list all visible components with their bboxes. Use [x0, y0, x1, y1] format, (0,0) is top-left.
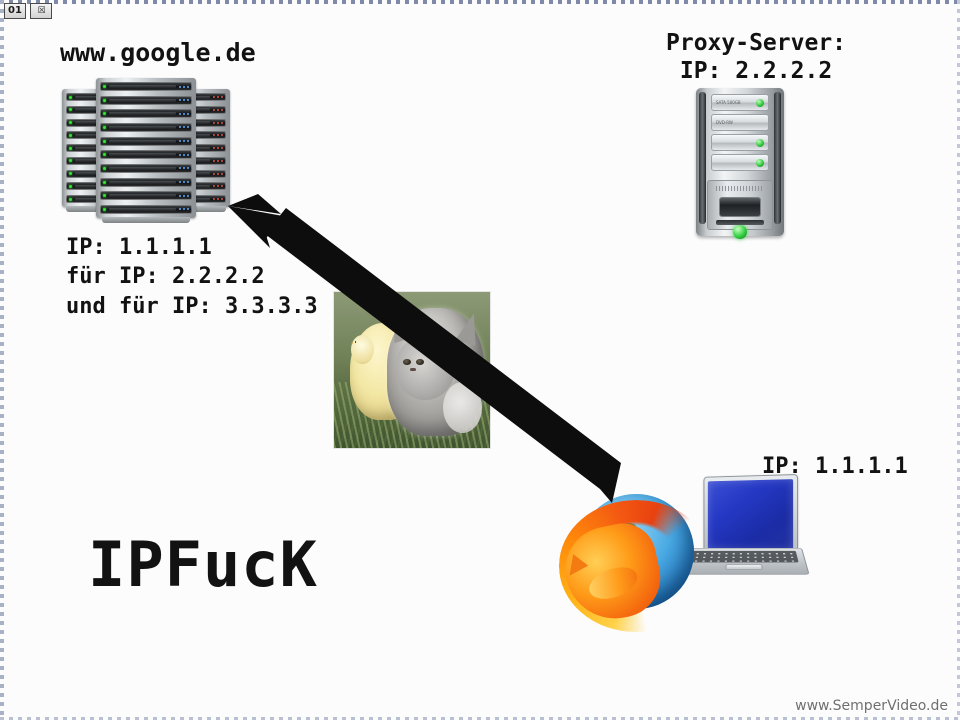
- rack-slot: [100, 204, 192, 214]
- tower-bottom-vent: [716, 220, 764, 225]
- drive-bay: [711, 154, 769, 171]
- server-rack-icon: [62, 76, 230, 223]
- watermark: www.SemperVideo.de: [795, 698, 948, 714]
- marquee-border-top: [0, 0, 960, 4]
- rack-slot: [100, 177, 192, 187]
- rack-slot: [100, 95, 192, 105]
- tower-rail-left: [699, 92, 706, 224]
- optical-drive: [719, 197, 761, 217]
- rack-slot: [100, 82, 192, 91]
- rack-slot: [100, 163, 192, 173]
- laptop-lid: [703, 474, 798, 556]
- slide-number-chip[interactable]: 01: [4, 3, 26, 19]
- power-button-icon[interactable]: [733, 225, 747, 239]
- rack-slot: [100, 136, 192, 146]
- server-ip-list-label: IP: 1.1.1.1 für IP: 2.2.2.2 und für IP: …: [66, 235, 318, 319]
- toolbar: 01 ☒: [4, 3, 52, 19]
- drive-bay: SATA 500GB: [711, 94, 769, 111]
- rack-slot: [100, 150, 192, 160]
- drive-bay: DVD-RW: [711, 114, 769, 131]
- tower-body: SATA 500GB DVD-RW: [696, 88, 784, 239]
- laptop-screen: [707, 479, 794, 551]
- page-title: IPFucK: [88, 528, 318, 601]
- server-hostname-label: www.google.de: [60, 38, 256, 67]
- tower-vent: [716, 186, 764, 191]
- tower-rail-right: [774, 92, 781, 224]
- tower-server-icon: SATA 500GB DVD-RW: [686, 88, 794, 239]
- thumbnail-chip[interactable]: ☒: [30, 3, 52, 19]
- server-rack-center: [96, 78, 196, 223]
- firefox-logo-icon: [556, 478, 716, 638]
- rack-slot: [100, 122, 192, 132]
- rack-slot: [100, 191, 192, 201]
- marquee-border-left: [0, 0, 4, 720]
- client-ip-label: IP: 1.1.1.1: [762, 454, 908, 479]
- kitten-figure: [387, 307, 484, 436]
- rack-slot: [100, 109, 192, 119]
- drive-bay: [711, 134, 769, 151]
- proxy-server-label: Proxy-Server: IP: 2.2.2.2: [666, 30, 847, 85]
- tower-front-panel: [707, 180, 773, 239]
- laptop-trackpad: [724, 564, 764, 570]
- kitten-and-chick-photo: [333, 291, 491, 449]
